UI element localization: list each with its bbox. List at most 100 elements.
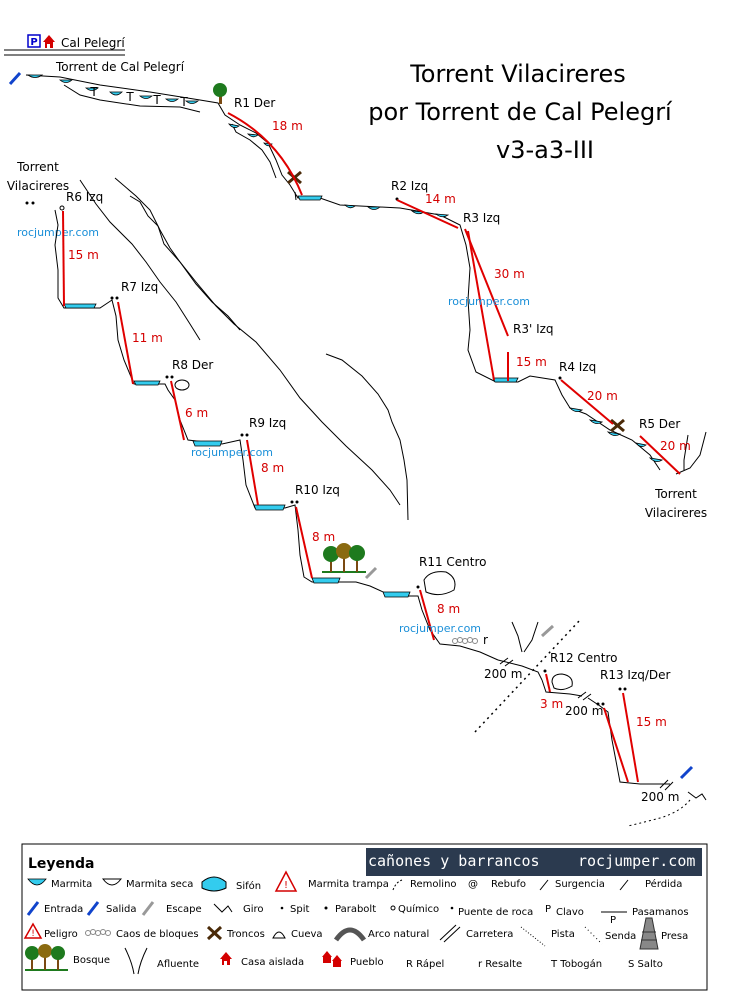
tree-icon: [213, 83, 227, 104]
rappel-label-r6: R6 Izq: [66, 190, 103, 204]
spit-icon: [558, 376, 562, 380]
legend-item: Químico: [398, 903, 439, 915]
logs-icon: [610, 418, 625, 433]
pothole-icon: [27, 878, 47, 886]
rappel-length-r2: 14 m: [425, 192, 456, 206]
legend-item: Puente de roca: [458, 907, 533, 918]
legend-item: Salida: [106, 904, 137, 915]
pothole: [588, 419, 604, 424]
parabolt-icon: [324, 906, 328, 910]
rope-r2: [396, 199, 459, 229]
legend-item: Sifón: [236, 880, 261, 892]
spring-icon: [539, 879, 549, 891]
watermark: rocjumper.com: [17, 226, 99, 239]
canyon-rock-profile: [129, 195, 401, 506]
pothole: [164, 98, 180, 102]
parking-letter: P: [30, 37, 37, 48]
rappel-length-r11: 8 m: [437, 602, 460, 616]
legend-item: S Salto: [628, 959, 663, 970]
forest-icon: [25, 944, 68, 971]
pothole: [227, 123, 240, 128]
legend-item: Pista: [551, 929, 575, 940]
pothole: [246, 133, 260, 138]
rappel-label-r10: R10 Izq: [295, 483, 340, 497]
start-house-label: Cal Pelegrí: [61, 36, 125, 50]
danger-icon: [23, 922, 43, 939]
brand-banner: [366, 848, 702, 876]
chemical-anchor-icon: [390, 905, 396, 911]
village-icon: [322, 951, 342, 967]
canyon-rock-profile: [523, 621, 539, 653]
pothole: [434, 213, 450, 218]
legend-item: Parabolt: [335, 904, 376, 915]
escape-icon: [141, 901, 155, 916]
title-line2: por Torrent de Cal Pelegrí: [368, 98, 673, 126]
boulder-chaos-icon: [452, 637, 478, 644]
rappel-length-r13: 15 m: [636, 715, 667, 729]
whirlpool-icon: [392, 879, 403, 891]
trail-icon: [584, 926, 603, 945]
legend-item: R Rápel: [406, 958, 444, 970]
chemical-anchor-icon: [59, 205, 65, 211]
exit-arrow-icon: [679, 765, 694, 780]
rope-r13-a: [603, 707, 629, 783]
canyon-rock-profile: [63, 84, 201, 113]
legend-item: Pasamanos: [632, 907, 689, 918]
rappel-label-r7: R7 Izq: [121, 280, 158, 294]
dam-icon: [639, 917, 659, 950]
canyon-rock-profile: [541, 679, 583, 697]
watermark: rocjumper.com: [448, 295, 530, 308]
junction-top-label-1: Torrent: [16, 160, 59, 174]
rope-r6: [62, 210, 65, 307]
pothole: [568, 407, 584, 412]
dry-pothole-icon: [101, 878, 123, 886]
toboggan-label: T: [152, 93, 161, 107]
escape-arrow-icon: [364, 566, 378, 580]
start-torrent-label: Torrent de Cal Pelegrí: [55, 60, 185, 74]
trail-line: [474, 619, 581, 733]
forest-icon: [322, 543, 366, 573]
parabolt-icon: [596, 702, 600, 706]
isolated-house-icon: [43, 35, 55, 48]
parking-icon: P: [27, 34, 41, 48]
rappel-label-r4: R4 Izq: [559, 360, 596, 374]
legend-item: Clavo: [556, 907, 584, 918]
trap-pothole-icon: [274, 870, 298, 892]
rappel-label-r3: R3 Izq: [463, 211, 500, 225]
rappel-length-r4: 20 m: [587, 389, 618, 403]
parabolt-icon: [170, 375, 174, 379]
walk-break: [659, 779, 669, 789]
track-icon: [520, 926, 546, 947]
boulder-chaos-icon: [85, 929, 111, 936]
rope-r11: [419, 589, 435, 641]
legend-item: Escape: [166, 904, 202, 915]
walk-distance-1: 200 m: [484, 667, 522, 681]
spit-icon: [25, 201, 29, 205]
legend-item: Marmita seca: [126, 879, 193, 890]
logs-icon: [206, 925, 223, 941]
rope-r12: [545, 673, 551, 693]
siphon-icon: [201, 876, 227, 892]
pothole: [492, 377, 519, 383]
rappel-length-r5: 20 m: [660, 439, 691, 453]
pothole: [606, 431, 622, 436]
canyon-rock-profile: [25, 74, 661, 471]
parabolt-icon: [240, 433, 244, 437]
walk-distance-2: 200 m: [565, 704, 603, 718]
escape-arrow-icon: [540, 624, 555, 638]
spit-icon: [543, 669, 547, 673]
legend-item: Pérdida: [645, 878, 682, 890]
resalte-label: r: [483, 633, 488, 647]
svg-text:!: !: [31, 929, 35, 939]
trail-line: [627, 799, 691, 827]
parabolt-icon: [295, 500, 299, 504]
rappel-label-r1: R1 Der: [234, 96, 275, 110]
canyon-rock-profile: [325, 353, 409, 521]
rope-r8: [170, 380, 185, 441]
rappel-label-r9: R9 Izq: [249, 416, 286, 430]
rappel-label-r5: R5 Der: [639, 417, 680, 431]
legend-item: Arco natural: [368, 929, 429, 940]
rappel-length-r9: 8 m: [261, 461, 284, 475]
road-icon: [443, 926, 461, 943]
piton-icon: P: [545, 904, 551, 915]
